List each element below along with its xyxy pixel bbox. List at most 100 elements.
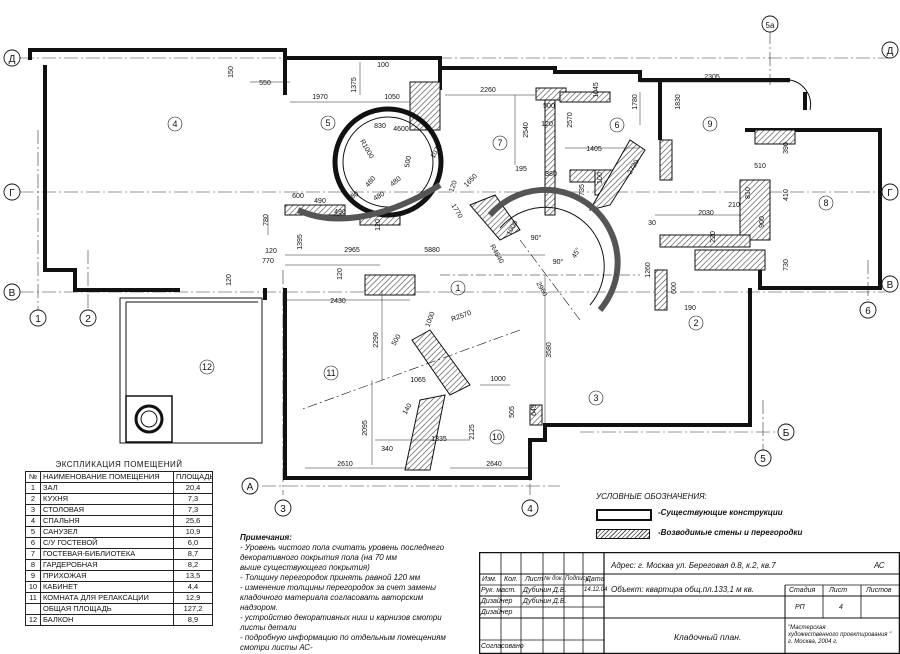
explication-cell: 1 [25,482,41,494]
room-5-label: 5 [325,118,330,128]
explication-cell: ЗАЛ [40,482,174,494]
explication-cell: 8,7 [173,548,213,560]
legend-new: -Возводимые стены и перегородки [596,527,856,541]
axis-row-v-left [3,283,21,301]
svg-text:1050: 1050 [384,94,400,101]
explication-cell: 8 [25,559,41,571]
legend-title: УСЛОВНЫЕ ОБОЗНАЧЕНИЯ: [596,492,707,501]
svg-text:100: 100 [597,172,604,184]
note-line: - Уровень чистого пола считать уровень п… [240,543,445,552]
svg-text:600: 600 [292,193,304,200]
svg-text:2430: 2430 [330,298,346,305]
svg-text:780: 780 [263,214,270,226]
svg-text:645: 645 [531,404,538,416]
svg-text:1000: 1000 [490,376,506,383]
tb-designer-label: Дизайнер [481,598,513,605]
axis-row-d-right-label: Д [887,46,894,57]
svg-text:500: 500 [543,103,555,110]
svg-text:380: 380 [545,171,557,178]
svg-text:770: 770 [262,258,274,265]
svg-text:480: 480 [389,175,403,188]
axis-row-v-right-label: В [887,280,894,291]
title-block: Изм. Кол. Лист № док. Подпись Дата Рук. … [479,552,900,654]
svg-text:735: 735 [579,184,586,196]
explication-cell: САНУЗЕЛ [40,526,174,538]
explication-cell: 4,4 [173,581,213,593]
explication-cell: 5 [25,526,41,538]
explication-title: ЭКСПЛИКАЦИЯ ПОМЕЩЕНИЙ [55,460,183,469]
explication-cell: 10 [25,581,41,593]
room-labels: 1 2 3 4 5 6 7 8 9 10 11 12 [167,115,834,445]
explication-cell: КОМНАТА ДЛЯ РЕЛАКСАЦИИ [40,592,174,604]
dimension-lines [250,62,790,469]
explication-cell: 11 [25,592,41,604]
note-line: - изменение толщины перегородок за счет … [240,583,436,592]
legend-new-swatch [596,529,650,539]
notes-title: Примечания: [240,533,292,542]
room-8-label: 8 [823,198,828,208]
axis-col-4 [521,499,539,517]
room-12-label: 12 [202,362,212,372]
axis-col-4-label: 4 [527,504,533,515]
svg-text:500: 500 [391,333,403,347]
tb-designer-name: Дубинин Д.В. [523,598,567,605]
axis-col-1 [29,309,47,327]
svg-text:45°: 45° [570,246,582,259]
svg-text:2610: 2610 [337,461,353,468]
note-line: листы детали [240,623,297,632]
explication-cell: СПАЛЬНЯ [40,515,174,527]
svg-text:2640: 2640 [486,461,502,468]
svg-text:2290: 2290 [373,332,380,348]
axis-col-5a-label: 5а [766,21,775,30]
note-line: декоративного покрытия пола (на 70 мм [240,553,397,562]
explication-cell: 12 [25,614,41,626]
svg-text:1065: 1065 [410,377,426,384]
tb-code: АС [874,561,885,570]
svg-text:1335: 1335 [431,436,447,443]
explication-cell: КУХНЯ [40,493,174,505]
axis-row-g-left-label: Г [9,188,15,199]
legend-existing: -Существующие конструкции [596,507,856,521]
axis-row-v-left-label: В [9,288,16,299]
explication-cell: 2 [25,493,41,505]
svg-text:R1000: R1000 [358,139,374,160]
room-9-label: 9 [707,119,712,129]
explication-cell: КАБИНЕТ [40,581,174,593]
room-11-label: 11 [326,368,335,378]
axis-col-5-label: 5 [760,454,766,465]
tb-ruk-name: Дубинин Д.В. [523,587,567,594]
svg-text:830: 830 [374,123,386,130]
explication-cell: 13,5 [173,570,213,582]
explication-cell: НАИМЕНОВАНИЕ ПОМЕЩЕНИЯ [40,471,174,483]
note-line: - Толщину перегородок принять равной 120… [240,573,421,582]
svg-text:1395: 1395 [297,234,304,250]
svg-text:600: 600 [671,282,678,294]
axis-col-3-label: 3 [280,504,286,515]
svg-text:R4640: R4640 [488,244,504,265]
axis-col-6 [859,301,877,319]
axis-col-5 [754,449,772,467]
explication-cell: 7,3 [173,504,213,516]
svg-text:490: 490 [314,198,326,205]
tb-col-izm: Изм. [482,576,497,583]
svg-text:1830: 1830 [675,94,682,110]
svg-text:480: 480 [364,175,377,189]
axis-col-6-label: 6 [865,306,871,317]
svg-text:100: 100 [377,62,389,69]
svg-text:480: 480 [372,191,386,203]
tb-col-date: Дата [586,576,605,583]
explication-cell: 127,2 [173,603,213,615]
explication-cell: 3 [25,504,41,516]
svg-text:500: 500 [404,155,413,168]
axis-row-g-right-label: Г [887,188,893,199]
explication-cell: 7 [25,548,41,560]
